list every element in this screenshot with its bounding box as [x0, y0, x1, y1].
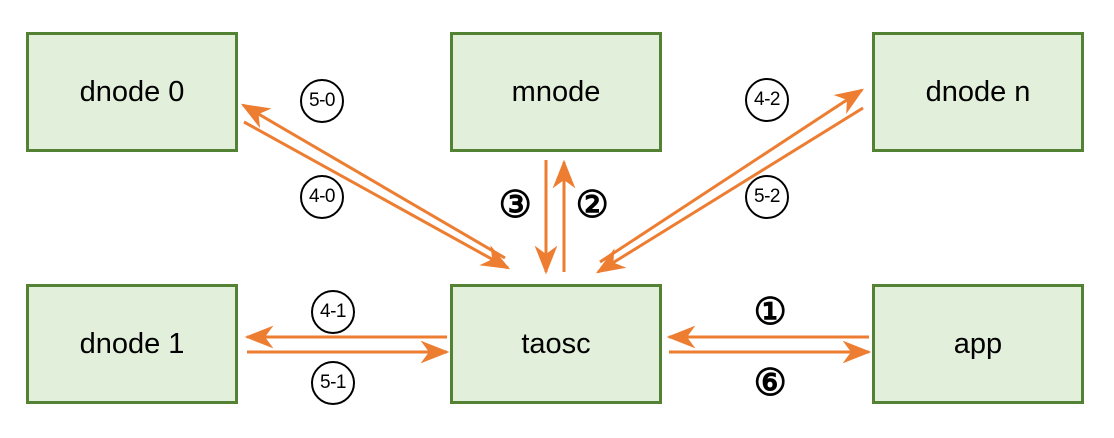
node-mnode[interactable]: mnode	[450, 32, 662, 152]
node-mnode-label: mnode	[511, 75, 601, 108]
node-app[interactable]: app	[872, 284, 1084, 404]
edge-label-4-1: 4-1	[311, 290, 355, 334]
node-dnode0-label: dnode 0	[79, 75, 185, 108]
edge-label-1: ①	[753, 290, 787, 332]
node-dnoden-label: dnode n	[925, 75, 1031, 108]
edge-label-3: ③	[498, 183, 532, 225]
edge-label-4-0: 4-0	[300, 175, 344, 219]
node-taosc[interactable]: taosc	[450, 284, 662, 404]
node-dnoden[interactable]: dnode n	[872, 32, 1084, 152]
edge-label-4-2: 4-2	[745, 78, 789, 122]
edge-label-5-1: 5-1	[311, 361, 355, 405]
node-dnode1[interactable]: dnode 1	[26, 284, 238, 404]
node-dnode0[interactable]: dnode 0	[26, 32, 238, 152]
node-dnode1-label: dnode 1	[79, 327, 185, 360]
node-taosc-label: taosc	[521, 327, 591, 360]
edge-label-5-2: 5-2	[745, 175, 789, 219]
edge-label-2: ②	[575, 183, 609, 225]
edge-label-6: ⑥	[753, 361, 787, 403]
node-app-label: app	[953, 327, 1003, 360]
edge-label-5-0: 5-0	[300, 79, 344, 123]
